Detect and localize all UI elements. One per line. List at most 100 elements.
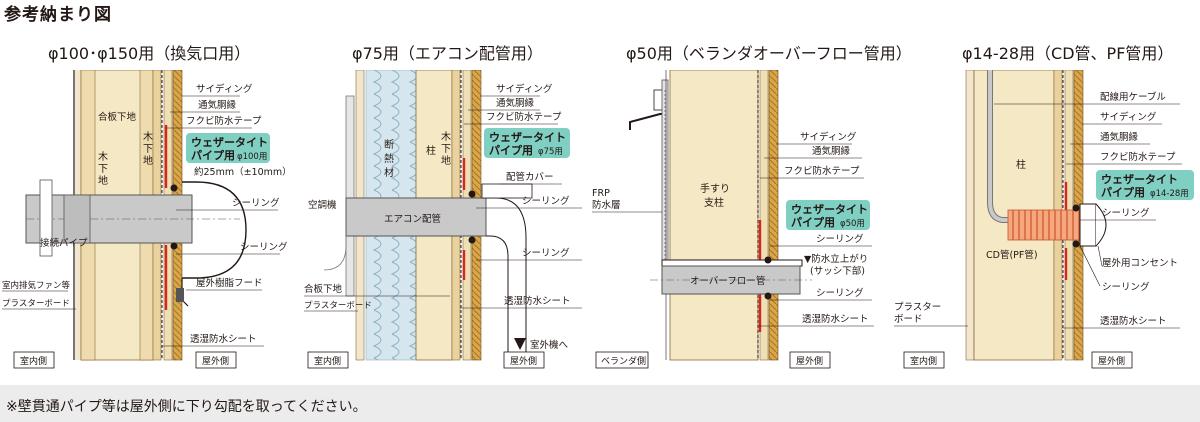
label-wood-base-1: 木	[98, 151, 108, 163]
diagram-cd-pipe: 柱 配線用ケーブル サイディング 通気胴縁 フクビ防水テープ ウェザータイト パ…	[894, 70, 1194, 369]
highlight-badge	[786, 200, 870, 230]
highlight-line1: ウェザータイト	[791, 203, 868, 216]
sealing-bead-1	[170, 184, 178, 192]
label-flexi-tape: フクビ防水テープ	[186, 115, 262, 127]
label-sealing-2: シーリング	[522, 247, 570, 259]
hood-fixture	[176, 288, 184, 302]
label-insulation-3: 材	[384, 166, 394, 179]
diagram-overflow: FRP 防水層 手すり 支柱 サイディング 通気胴縁 フクビ防水テープ ウェザー…	[592, 70, 874, 369]
label-cd-pipe: CD管(PF管)	[986, 249, 1038, 261]
tag-indoor: 室内側	[314, 355, 341, 367]
label-sealing-2: シーリング	[1102, 281, 1150, 293]
label-fan: 室内排気ファン等	[2, 280, 71, 291]
label-handrail-1: 手すり	[700, 182, 730, 195]
label-siding: サイディング	[196, 83, 253, 95]
diagram-vent: 木 下 地 木 下 地 合板下地 サイディング 通気胴縁 フクビ防水テープ ウェ…	[2, 70, 292, 369]
label-plaster: プラスターボード	[2, 299, 70, 309]
label-siding: サイディング	[1100, 111, 1157, 123]
aircon-unit-back	[345, 95, 355, 297]
label-clearance: 約25mm（±10mm）	[194, 166, 292, 178]
highlight-line2: パイプ用	[191, 148, 235, 162]
sealing-bead-2	[468, 236, 476, 244]
label-wood-2: 下	[441, 144, 451, 155]
label-wood-base-3: 地	[98, 174, 108, 187]
sealing-bead-1	[468, 190, 476, 198]
highlight-size: φ75用	[538, 147, 563, 157]
highlight-line2: パイプ用	[1101, 185, 1145, 199]
label-wood-base-2: 下	[98, 164, 108, 175]
label-siding: サイディング	[496, 83, 553, 95]
label-pipe-cover: 配管カバー	[506, 171, 554, 183]
highlight-badge	[484, 128, 570, 158]
cd-pipe	[1007, 209, 1081, 241]
label-flexi-tape: フクビ防水テープ	[1100, 151, 1176, 163]
label-sealing-1: シーリング	[816, 233, 864, 245]
label-siding: サイディング	[800, 131, 857, 143]
label-resin-hood: 屋外樹脂フード	[196, 277, 263, 289]
sealing-bead-2	[764, 292, 772, 300]
tag-indoor: 室内側	[910, 355, 937, 367]
label-furring: 通気胴縁	[496, 97, 535, 109]
label-membrane: 透湿防水シート	[190, 333, 257, 345]
aircon-pipe	[345, 197, 487, 237]
label-post: 柱	[426, 144, 436, 157]
label-flexi-tape: フクビ防水テープ	[784, 165, 860, 177]
label-wood-1: 木	[441, 131, 451, 143]
tag-veranda: ベランダ側	[601, 355, 646, 367]
label-plywood: 合板下地	[304, 283, 343, 295]
highlight-line1: ウェザータイト	[489, 131, 566, 144]
label-sealing-2: シーリング	[240, 241, 288, 253]
label-connection-pipe: 接続パイプ	[40, 237, 88, 249]
handrail-post	[669, 70, 759, 361]
down-arrow-icon	[514, 338, 526, 350]
label-to-outdoor-unit: 室外機へ	[530, 339, 569, 351]
tag-outdoor: 屋外側	[202, 355, 229, 367]
label-frp-1: FRP	[592, 188, 610, 199]
resin-hood	[182, 181, 247, 279]
label-plaster-1: プラスター	[894, 302, 941, 313]
tag-outdoor: 屋外側	[510, 355, 537, 367]
footer-note: ※壁貫通パイプ等は屋外側に下り勾配を取ってください。	[6, 399, 367, 415]
tag-outdoor: 屋外側	[796, 355, 823, 367]
panel-title-overflow: φ50用（ベランダオーバーフロー管用）	[626, 44, 912, 63]
label-furring: 通気胴縁	[1100, 131, 1139, 143]
highlight-badge	[186, 133, 270, 163]
label-membrane: 透湿防水シート	[802, 313, 869, 325]
label-post: 柱	[1016, 158, 1026, 171]
highlight-size: φ14-28用	[1150, 189, 1189, 199]
label-sealing-1: シーリング	[522, 195, 570, 207]
label-sealing-1: シーリング	[1102, 207, 1150, 219]
highlight-line1: ウェザータイト	[1101, 173, 1178, 186]
label-wood-3: 地	[441, 154, 451, 167]
label-wood-right-1: 木	[143, 131, 153, 143]
highlight-line2: パイプ用	[489, 143, 533, 157]
diagram-aircon: 断 熱 材 柱 木 下 地 サイディング 通気胴縁 フクビ防水テープ ウェザータ…	[304, 70, 582, 369]
label-sealing-2: シーリング	[816, 287, 864, 299]
sealing-bead-2	[170, 242, 178, 250]
siding	[768, 70, 779, 361]
highlight-size: φ50用	[840, 219, 865, 229]
label-plaster-2: ボード	[894, 314, 923, 325]
sealing-bead-1	[764, 256, 772, 264]
label-frp-2: 防水層	[592, 199, 621, 211]
label-handrail-2: 支柱	[704, 196, 724, 209]
label-flexi-tape: フクビ防水テープ	[486, 111, 562, 123]
label-membrane: 透湿防水シート	[504, 295, 571, 307]
fan-flange	[39, 179, 53, 257]
pipe-cover-line	[486, 197, 527, 360]
sealing-bead-2	[1072, 240, 1080, 248]
furring-strip	[759, 70, 769, 361]
highlight-size: φ100用	[237, 152, 267, 162]
footer-note-bar: ※壁貫通パイプ等は屋外側に下り勾配を取ってください。	[0, 385, 1200, 422]
panel-title-aircon: φ75用（エアコン配管用）	[352, 44, 543, 63]
label-aircon: 空調機	[308, 199, 337, 211]
label-furring: 通気胴縁	[198, 99, 237, 111]
tag-outdoor: 屋外側	[1098, 355, 1125, 367]
highlight-line1: ウェザータイト	[191, 136, 268, 149]
label-cable: 配線用ケーブル	[1100, 91, 1166, 103]
plaster-board	[965, 70, 975, 361]
label-plywood: 合板下地	[98, 111, 137, 123]
label-waterproof-rise-2: (サッシ下部)	[810, 265, 865, 277]
panel-title-cd-pipe: φ14-28用（CD管、PF管用）	[962, 44, 1174, 63]
